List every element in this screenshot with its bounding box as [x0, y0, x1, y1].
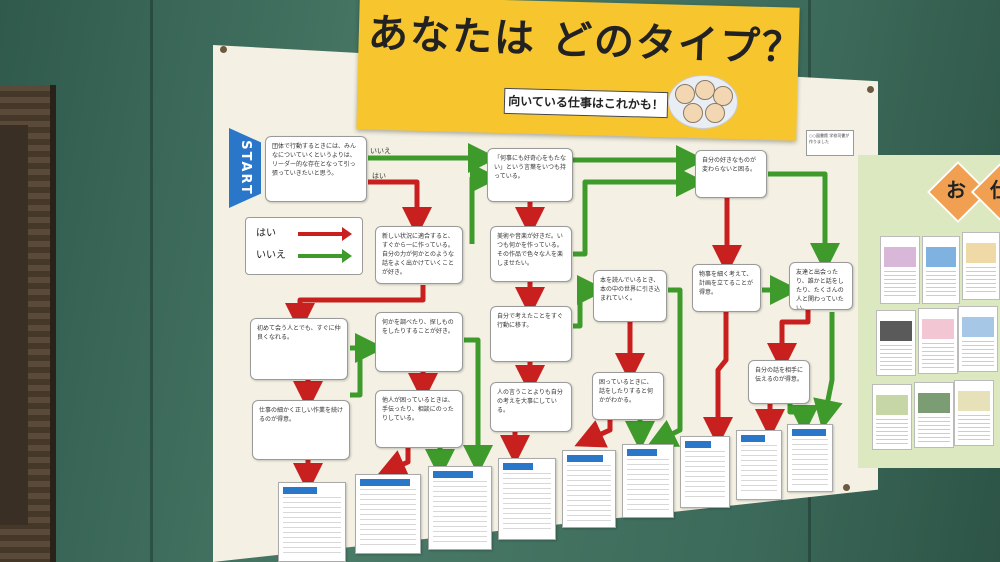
book-card — [922, 236, 960, 304]
side-sign-glyph: お — [946, 178, 966, 202]
question-box: 友達と出会ったり、誰かと話をしたり、たくさんの人と関わっていたい。 — [789, 262, 853, 310]
result-card — [428, 466, 492, 550]
question-box: 団体で行動するときには、みんなについていくというよりは、リーダー的な存在となって… — [265, 136, 367, 202]
arrow-yes — [574, 420, 613, 448]
book-card — [876, 310, 916, 376]
book-card — [914, 382, 954, 448]
side-sign-glyph: 仕 — [980, 170, 1000, 210]
question-box: 新しい状況に適合すると、すぐから一に作っている。自分の力が何かとのような話をよく… — [375, 226, 463, 284]
legend-yes-label: はい — [256, 228, 276, 239]
result-card — [622, 444, 674, 518]
book-card — [954, 380, 994, 446]
legend-no-arrow — [298, 249, 352, 263]
arrow-yes — [376, 448, 411, 478]
arrow-yes — [703, 312, 733, 447]
result-card — [680, 436, 730, 508]
question-box: 何かを調べたり、探しものをしたりすることが好き。 — [375, 312, 463, 372]
arrow-no — [350, 348, 370, 398]
start-tab: START — [229, 128, 261, 208]
pin — [843, 484, 850, 491]
question-box: 物事を細く考えて、計画を立てることが得意。 — [692, 264, 761, 312]
arrow-no — [573, 167, 706, 257]
author-note: ○○図書館 学校司書が作りました — [806, 130, 854, 156]
question-box: 自分の話を相手に伝えるのが得意。 — [748, 360, 810, 404]
book-card — [872, 384, 912, 450]
arrow-no — [469, 163, 500, 244]
result-card — [498, 458, 556, 540]
question-box: 他人が困っているときは、手伝ったり、相談にのったりしている。 — [375, 390, 463, 448]
result-card — [736, 430, 782, 500]
book-card — [880, 236, 920, 304]
question-box: 本を読んでいるとき、本の中の世界に引き込まれていく。 — [593, 270, 667, 322]
question-box: 自分で考えたことをすぐ行動に移す。 — [490, 306, 572, 362]
question-box: 美術や音楽が好きだ。いつも何かを作っている。その作品で色々な人を楽しませたい。 — [490, 226, 572, 282]
book-card — [962, 232, 1000, 300]
question-box: 自分の好きなものが変わらないと困る。 — [695, 150, 767, 198]
arrow-no — [573, 275, 607, 329]
result-card — [278, 482, 346, 562]
question-box: 「何事にも好奇心をもたない」という言葉をいつも持っている。 — [487, 148, 573, 202]
legend-yes-arrow — [298, 227, 352, 241]
arrow-yes — [368, 179, 432, 237]
result-card — [355, 474, 421, 554]
question-box: 初めて会う人とでも、すぐに仲良くなれる。 — [250, 318, 348, 380]
legend: はい いいえ — [245, 217, 363, 275]
book-card — [958, 306, 998, 372]
book-card — [918, 308, 958, 374]
result-card — [562, 450, 616, 528]
arrow-yes — [285, 285, 426, 333]
wall-seam — [150, 0, 153, 562]
page-subtitle: 向いている仕事はこれかも！ — [503, 87, 669, 119]
legend-no-label: いいえ — [256, 250, 286, 261]
arrow-no — [463, 337, 493, 475]
arrow-no — [768, 171, 840, 273]
arrow-no — [813, 312, 843, 430]
left-frame-inner — [0, 125, 28, 525]
pin — [220, 46, 227, 53]
question-box: 困っているときに、話をしたりすると何かがわかる。 — [592, 372, 664, 420]
people-illustration — [668, 75, 738, 129]
edge-label-no: いいえ — [370, 147, 391, 155]
pin — [867, 86, 874, 93]
result-card — [787, 424, 833, 492]
left-picture-frame — [0, 85, 56, 562]
question-box: 仕事の細かく正しい作業を続けるのが得意。 — [252, 400, 350, 460]
question-box: 人の言うことよりも自分の考えを大事にしている。 — [490, 382, 572, 432]
arrow-yes — [767, 310, 811, 373]
edge-label-yes: はい — [372, 172, 386, 180]
arrow-no — [646, 287, 683, 447]
arrow-no — [787, 404, 819, 435]
page-title: あなたは どのタイプ？ — [367, 10, 805, 72]
